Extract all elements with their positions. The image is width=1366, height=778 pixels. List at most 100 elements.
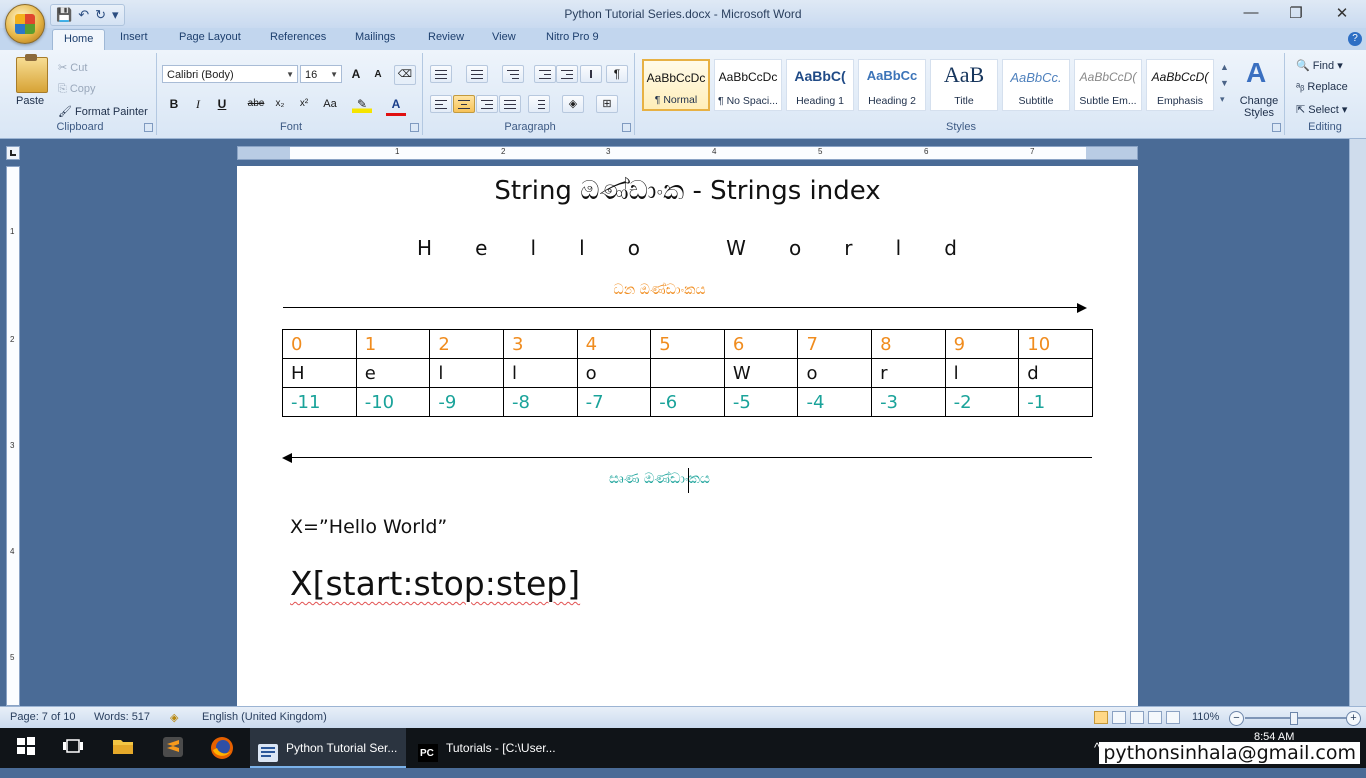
full-screen-reading-icon[interactable]: [1112, 711, 1126, 724]
draft-view-icon[interactable]: [1166, 711, 1180, 724]
strikethrough-button[interactable]: abe: [247, 98, 265, 109]
redo-icon[interactable]: ↻: [95, 7, 106, 22]
chevron-up-icon[interactable]: ^: [1094, 740, 1101, 755]
styles-launcher-icon[interactable]: [1272, 123, 1281, 132]
select-button[interactable]: ⇱ Select ▾: [1296, 104, 1348, 116]
style-title[interactable]: AaB Title: [930, 59, 998, 111]
document-page[interactable]: String ඔණ්ඩාංක - Strings index H e l l o…: [237, 166, 1138, 706]
vertical-ruler[interactable]: 1 2 3 4 5: [6, 166, 20, 706]
line-spacing-icon[interactable]: [528, 95, 550, 113]
underline-button[interactable]: U: [217, 97, 227, 111]
close-button[interactable]: ✕: [1335, 5, 1349, 22]
tab-home[interactable]: Home: [52, 29, 106, 50]
office-button[interactable]: [5, 4, 45, 44]
styles-scroll-icon[interactable]: ▲▼▾: [1220, 62, 1229, 104]
save-icon[interactable]: 💾: [56, 7, 73, 22]
show-formatting-button[interactable]: ¶: [606, 65, 628, 83]
language-indicator[interactable]: English (United Kingdom): [202, 711, 327, 723]
print-layout-icon[interactable]: [1094, 711, 1108, 724]
italic-button[interactable]: I: [196, 97, 200, 111]
vertical-scrollbar[interactable]: [1349, 139, 1366, 706]
paste-icon[interactable]: [16, 54, 48, 93]
tab-nitro[interactable]: Nitro Pro 9: [546, 31, 599, 43]
zoom-in-button[interactable]: +: [1346, 711, 1361, 726]
outline-view-icon[interactable]: [1148, 711, 1162, 724]
borders-icon[interactable]: ⊞: [596, 95, 618, 113]
font-launcher-icon[interactable]: [410, 123, 419, 132]
tab-view[interactable]: View: [492, 31, 516, 43]
ruler-number: 4: [10, 547, 15, 556]
highlight-color-icon[interactable]: ✎: [352, 95, 372, 113]
shrink-font-button[interactable]: A: [374, 69, 382, 80]
zoom-slider-handle[interactable]: [1290, 712, 1298, 725]
clock-time[interactable]: 8:54 AM: [1254, 731, 1295, 743]
increase-indent-icon[interactable]: [556, 65, 578, 83]
justify-icon[interactable]: [499, 95, 521, 113]
document-heading: String ඔණ්ඩාංක - Strings index: [494, 176, 881, 206]
customize-qat-icon[interactable]: ▾: [112, 7, 119, 22]
undo-icon[interactable]: ↶: [78, 7, 90, 22]
tab-review[interactable]: Review: [428, 31, 465, 43]
zoom-level[interactable]: 110%: [1192, 711, 1220, 723]
format-painter-button[interactable]: 🖌 Format Painter: [58, 106, 148, 118]
clipboard-launcher-icon[interactable]: [144, 123, 153, 132]
change-case-button[interactable]: Aa: [323, 98, 337, 110]
multilevel-list-icon[interactable]: [502, 65, 524, 83]
help-icon[interactable]: ?: [1348, 32, 1362, 46]
change-styles-button[interactable]: Change Styles: [1239, 95, 1279, 119]
zoom-out-button[interactable]: −: [1229, 711, 1244, 726]
style-heading-2[interactable]: AaBbCc Heading 2: [858, 59, 926, 111]
paragraph-launcher-icon[interactable]: [622, 123, 631, 132]
find-button[interactable]: 🔍 Find ▾: [1296, 60, 1343, 72]
file-explorer-icon[interactable]: [112, 736, 136, 760]
clear-formatting-icon[interactable]: ⌫: [394, 65, 416, 85]
change-styles-icon[interactable]: A: [1246, 57, 1267, 88]
font-size-select[interactable]: 16▼: [300, 65, 342, 83]
style-normal[interactable]: AaBbCcDc ¶ Normal: [642, 59, 710, 111]
subscript-button[interactable]: x₂: [275, 98, 285, 109]
font-name-value: Calibri (Body): [167, 69, 234, 81]
task-view-icon[interactable]: [62, 736, 86, 760]
taskbar-word-task[interactable]: Python Tutorial Ser...: [250, 728, 406, 768]
windows-start-icon[interactable]: [16, 736, 40, 760]
firefox-icon[interactable]: [210, 736, 234, 760]
web-layout-icon[interactable]: [1130, 711, 1144, 724]
style-no-spacing[interactable]: AaBbCcDc ¶ No Spaci...: [714, 59, 782, 111]
shading-icon[interactable]: ◈: [562, 95, 584, 113]
proofing-icon[interactable]: ◈: [170, 712, 179, 724]
style-subtle-emphasis[interactable]: AaBbCcD( Subtle Em...: [1074, 59, 1142, 111]
cut-button[interactable]: ✂ Cut: [58, 62, 88, 74]
copy-button[interactable]: ⎘ Copy: [58, 83, 96, 95]
replace-button[interactable]: ᵃᵦ Replace: [1296, 81, 1348, 93]
tab-selector-icon[interactable]: [6, 146, 20, 160]
bold-button[interactable]: B: [169, 97, 179, 111]
minimize-button[interactable]: —: [1243, 4, 1259, 21]
tab-insert[interactable]: Insert: [120, 31, 148, 43]
tab-page-layout[interactable]: Page Layout: [179, 31, 241, 43]
horizontal-ruler[interactable]: 1 2 3 4 5 6 7: [237, 146, 1138, 160]
paragraph-group: ¶ ◈ ⊞ Paragraph: [426, 53, 635, 135]
bullets-icon[interactable]: [430, 65, 452, 83]
paste-button[interactable]: Paste: [16, 95, 45, 107]
font-name-select[interactable]: Calibri (Body)▼: [162, 65, 298, 83]
style-emphasis[interactable]: AaBbCcD( Emphasis: [1146, 59, 1214, 111]
font-color-button[interactable]: A: [386, 95, 406, 116]
decrease-indent-icon[interactable]: [534, 65, 556, 83]
numbering-icon[interactable]: [466, 65, 488, 83]
align-left-icon[interactable]: [430, 95, 452, 113]
maximize-button[interactable]: ❐: [1289, 5, 1303, 22]
tab-references[interactable]: References: [270, 31, 327, 43]
align-center-icon[interactable]: [453, 95, 475, 113]
word-count[interactable]: Words: 517: [94, 711, 151, 723]
style-subtitle[interactable]: AaBbCc. Subtitle: [1002, 59, 1070, 111]
style-heading-1[interactable]: AaBbC( Heading 1: [786, 59, 854, 111]
grow-font-button[interactable]: A: [351, 67, 361, 81]
align-right-icon[interactable]: [476, 95, 498, 113]
taskbar-pycharm-task[interactable]: PC Tutorials - [C:\User...: [410, 728, 570, 768]
page-count[interactable]: Page: 7 of 10: [10, 711, 76, 723]
tab-mailings[interactable]: Mailings: [355, 31, 396, 43]
superscript-button[interactable]: x²: [299, 98, 309, 109]
sort-icon[interactable]: [580, 65, 602, 83]
sublime-text-icon[interactable]: [162, 736, 186, 760]
format-painter-label: Format Painter: [75, 106, 148, 118]
